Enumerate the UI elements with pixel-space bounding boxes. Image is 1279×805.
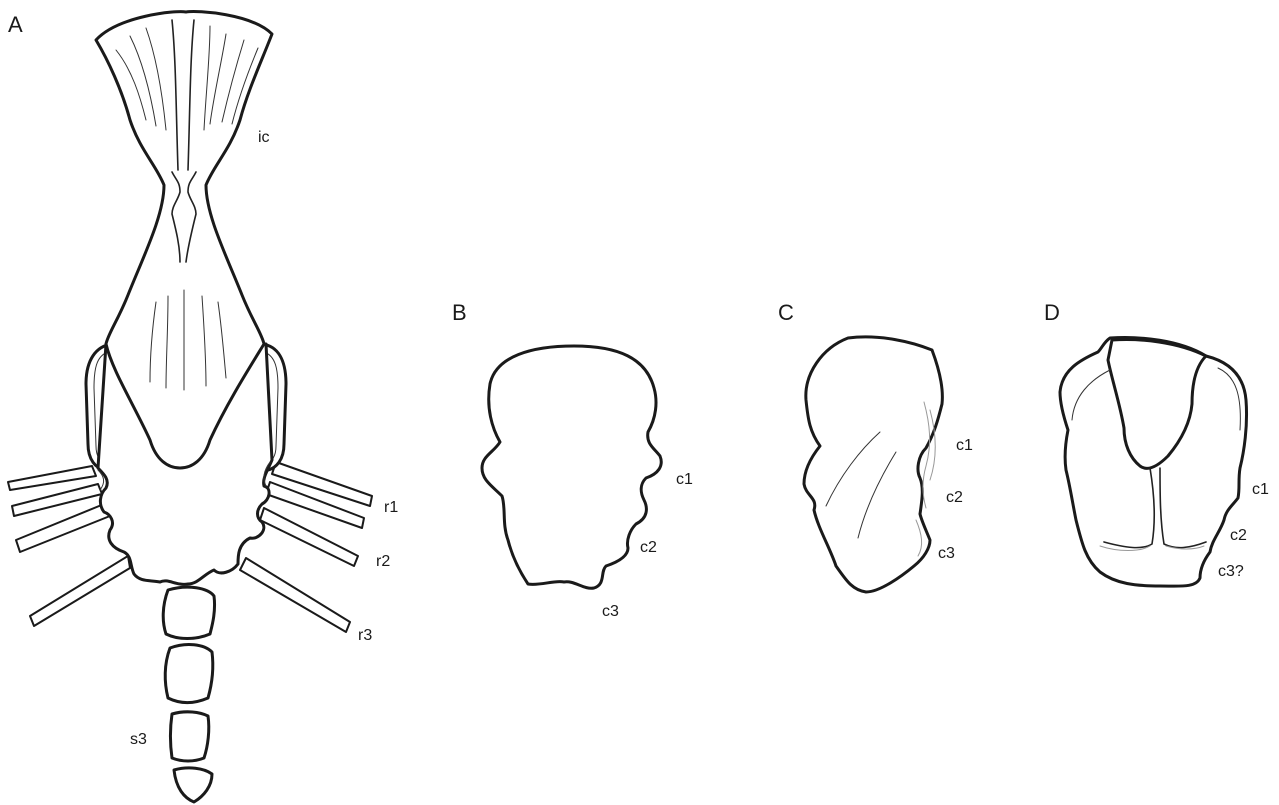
label-d-c1: c1 <box>1252 481 1269 498</box>
panel-c: C c1 c2 c3 <box>778 300 973 592</box>
sternum-c <box>804 337 942 592</box>
sternebra-1 <box>163 587 214 638</box>
panel-c-letter: C <box>778 300 794 325</box>
label-c-c2: c2 <box>946 489 963 506</box>
label-b-c2: c2 <box>640 539 657 556</box>
label-b-c1: c1 <box>676 471 693 488</box>
rib-right-3 <box>240 558 350 632</box>
sternum-b <box>482 346 661 588</box>
panel-b: B c1 c2 c3 <box>452 300 693 620</box>
label-d-c3: c3? <box>1218 563 1244 580</box>
rib-left-1 <box>8 466 96 490</box>
panel-b-letter: B <box>452 300 467 325</box>
label-ic: ic <box>258 129 270 146</box>
label-c-c3: c3 <box>938 545 955 562</box>
sternebra-2 <box>165 645 213 703</box>
label-s3: s3 <box>130 731 147 748</box>
panel-a: A <box>8 12 398 802</box>
panel-d-letter: D <box>1044 300 1060 325</box>
label-r1: r1 <box>384 499 398 516</box>
label-d-c2: c2 <box>1230 527 1247 544</box>
panel-a-letter: A <box>8 12 23 37</box>
label-r3: r3 <box>358 627 372 644</box>
panel-d: D c1 c2 c3? <box>1044 300 1269 586</box>
sternebra-4 <box>174 768 212 802</box>
sternebrae <box>163 587 214 802</box>
sternebra-3 <box>171 712 209 761</box>
rib-left-3 <box>30 556 130 626</box>
label-b-c3: c3 <box>602 603 619 620</box>
label-c-c1: c1 <box>956 437 973 454</box>
label-r2: r2 <box>376 553 390 570</box>
